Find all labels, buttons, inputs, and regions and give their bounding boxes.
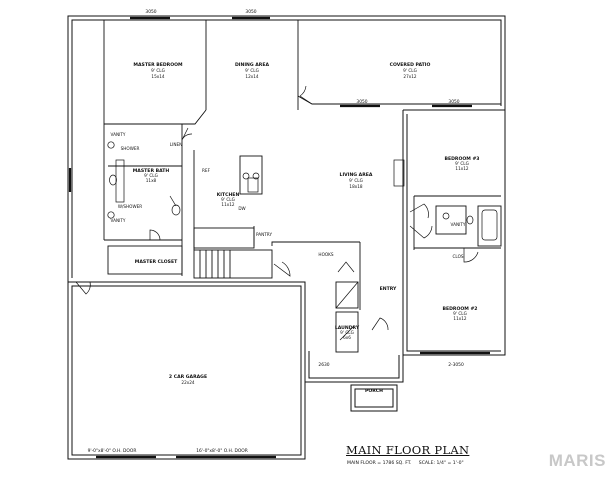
bedroom-2-size: 11x12: [453, 316, 466, 321]
kitchen-size: 11x12: [221, 202, 234, 207]
vanity-1-label: VANITY: [111, 132, 126, 137]
exterior-walls: [67, 15, 506, 460]
kitchen-ceiling: 9' CLG: [221, 197, 235, 202]
vanity-3-label: VANITY: [451, 222, 466, 227]
window-dim-1: 3050: [145, 9, 156, 15]
covered-patio-ceiling: 9' CLG: [403, 68, 417, 73]
window-dim-6: 2-3050: [448, 362, 464, 368]
master-closet-name: MASTER CLOSET: [135, 259, 178, 265]
fixture-labels: LINEN PANTRY HOOKS VANITY VANITY VANITY …: [111, 132, 466, 259]
garage-door-2-dim: 16'-0"x8'-0" O.H. DOOR: [196, 448, 248, 454]
window-dim-3: 3050: [356, 99, 367, 105]
plan-title: MAIN FLOOR PLAN: [346, 443, 470, 457]
fixtures: [107, 141, 498, 341]
window-dim-2: 3050: [245, 9, 256, 15]
dimension-labels: 3050 3050 3050 3050 2630 2-3050 9'-0"x8'…: [88, 9, 464, 454]
porch-name: PORCH: [365, 388, 383, 394]
bedroom-3-size: 11x12: [455, 166, 468, 171]
bedroom-3-name: BEDROOM #3: [444, 156, 479, 162]
kitchen-name: KITCHEN: [217, 192, 240, 198]
hooks-label: HOOKS: [318, 252, 333, 257]
door-swings: [75, 85, 479, 331]
windows: [68, 16, 490, 459]
laundry-size: 6x6: [343, 335, 351, 340]
plan-subtitle: MAIN FLOOR = 1786 SQ. FT. SCALE: 1/4" = …: [347, 461, 464, 466]
room-labels: MASTER BEDROOM 9' CLG 15x14 DINING AREA …: [133, 62, 480, 394]
master-bath-name: MASTER BATH: [133, 168, 170, 174]
living-area-name: LIVING AREA: [340, 172, 373, 178]
living-area-ceiling: 9' CLG: [349, 178, 363, 183]
bedroom-2-ceiling: 9' CLG: [453, 311, 467, 316]
master-bath-ceiling: 9' CLG: [144, 173, 158, 178]
master-bedroom-ceiling: 9' CLG: [151, 68, 165, 73]
garage-name: 2 CAR GARAGE: [169, 374, 207, 380]
master-bedroom-name: MASTER BEDROOM: [133, 62, 183, 68]
dw-label: DW: [238, 206, 245, 211]
dining-area-ceiling: 9' CLG: [245, 68, 259, 73]
entry-name: ENTRY: [380, 286, 397, 292]
shower-label: SHOWER: [121, 146, 140, 151]
ref-label: REF: [202, 168, 211, 173]
master-bath-size: 11x8: [146, 178, 157, 183]
linen-label: LINEN: [170, 142, 182, 147]
dining-area-size: 12x14: [245, 74, 258, 79]
master-bedroom-size: 15x14: [151, 74, 164, 79]
laundry-ceiling: 9' CLG: [340, 330, 354, 335]
dining-area-name: DINING AREA: [235, 62, 270, 68]
garage-size: 22x24: [181, 380, 194, 385]
bedroom-2-name: BEDROOM #2: [442, 306, 477, 312]
bedroom-3-ceiling: 9' CLG: [455, 161, 469, 166]
window-dim-5: 2630: [318, 362, 329, 368]
vanity-2-label: VANITY: [111, 218, 126, 223]
covered-patio-size: 27x12: [403, 74, 416, 79]
window-dim-4: 3050: [448, 99, 459, 105]
closet-label: CLOS: [452, 254, 463, 259]
interior-walls: [103, 20, 502, 353]
covered-patio-name: COVERED PATIO: [390, 62, 431, 68]
garage-door-1-dim: 9'-0"x8'-0" O.H. DOOR: [88, 448, 137, 454]
laundry-name: LAUNDRY: [335, 325, 360, 331]
pantry-label: PANTRY: [256, 232, 272, 237]
watermark-logo: MARIS: [548, 451, 606, 470]
living-area-size: 18x18: [349, 184, 362, 189]
w-shower-label: W/SHOWER: [118, 204, 142, 209]
